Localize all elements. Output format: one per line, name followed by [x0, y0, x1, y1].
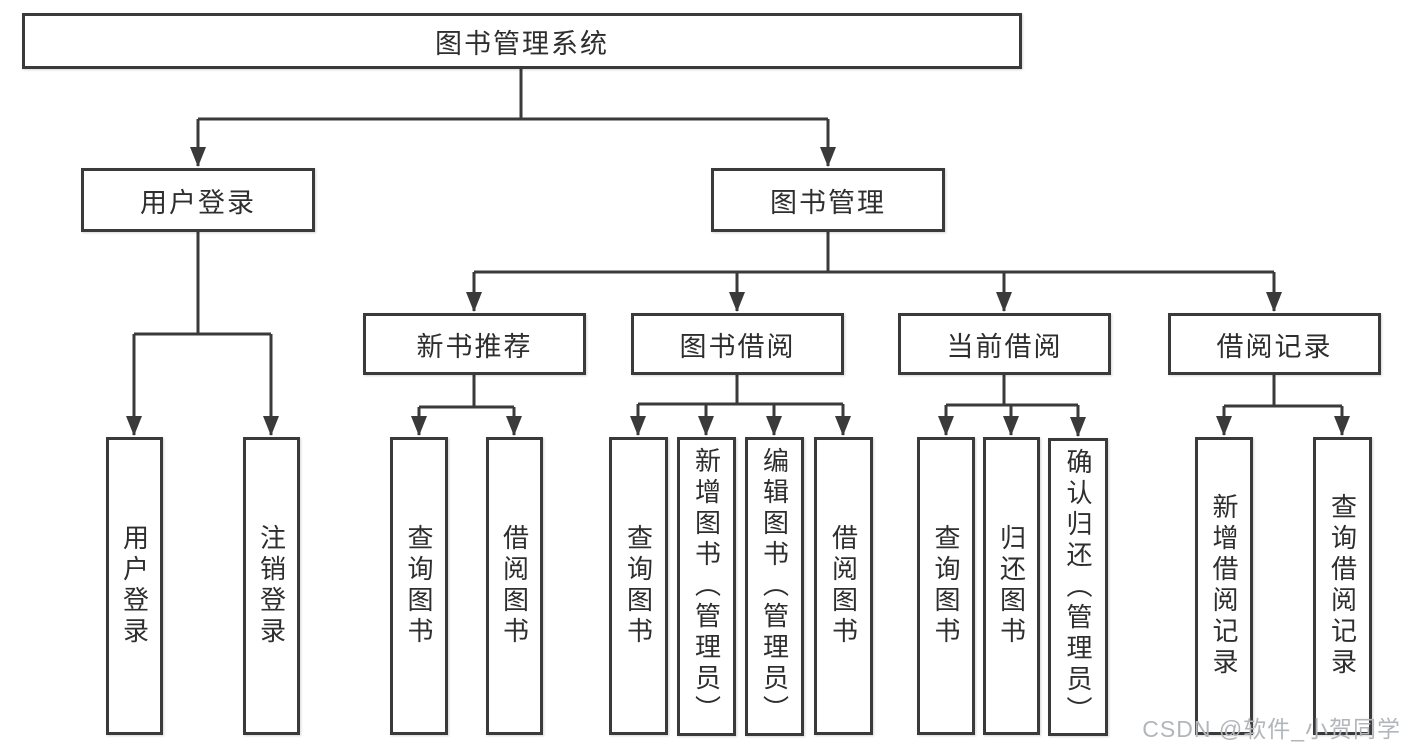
leaf-logout-login: 注销登录 [243, 437, 300, 735]
leaf-edit-book-admin: 编辑图书（管理员） [745, 437, 804, 736]
leaf-borrow-query-book: 查询图书 [609, 437, 668, 735]
leaf-confirm-return-admin: 确认归还（管理员） [1048, 438, 1108, 736]
leaf-current-query-book: 查询图书 [917, 437, 975, 735]
node-new-book-recommend: 新书推荐 [363, 313, 586, 375]
leaf-user-login: 用户登录 [106, 437, 163, 735]
leaf-query-borrow-record: 查询借阅记录 [1313, 437, 1372, 735]
leaf-add-book-admin: 新增图书（管理员） [677, 437, 736, 736]
node-book-borrow: 图书借阅 [631, 313, 844, 375]
csdn-watermark: CSDN @软件_小贺同学 [1142, 716, 1401, 742]
node-book-management: 图书管理 [711, 168, 945, 232]
node-user-login: 用户登录 [81, 168, 315, 232]
leaf-recommend-query-book: 查询图书 [390, 437, 448, 735]
connector-arrows [126, 119, 1350, 437]
leaf-borrow-borrow-book: 借阅图书 [814, 437, 873, 735]
leaf-add-borrow-record: 新增借阅记录 [1195, 437, 1253, 735]
leaf-recommend-borrow-book: 借阅图书 [486, 437, 543, 735]
node-borrow-records: 借阅记录 [1168, 313, 1381, 375]
node-root-book-management-system: 图书管理系统 [22, 13, 1022, 69]
leaf-return-book: 归还图书 [983, 437, 1040, 735]
node-current-borrow: 当前借阅 [898, 313, 1111, 375]
